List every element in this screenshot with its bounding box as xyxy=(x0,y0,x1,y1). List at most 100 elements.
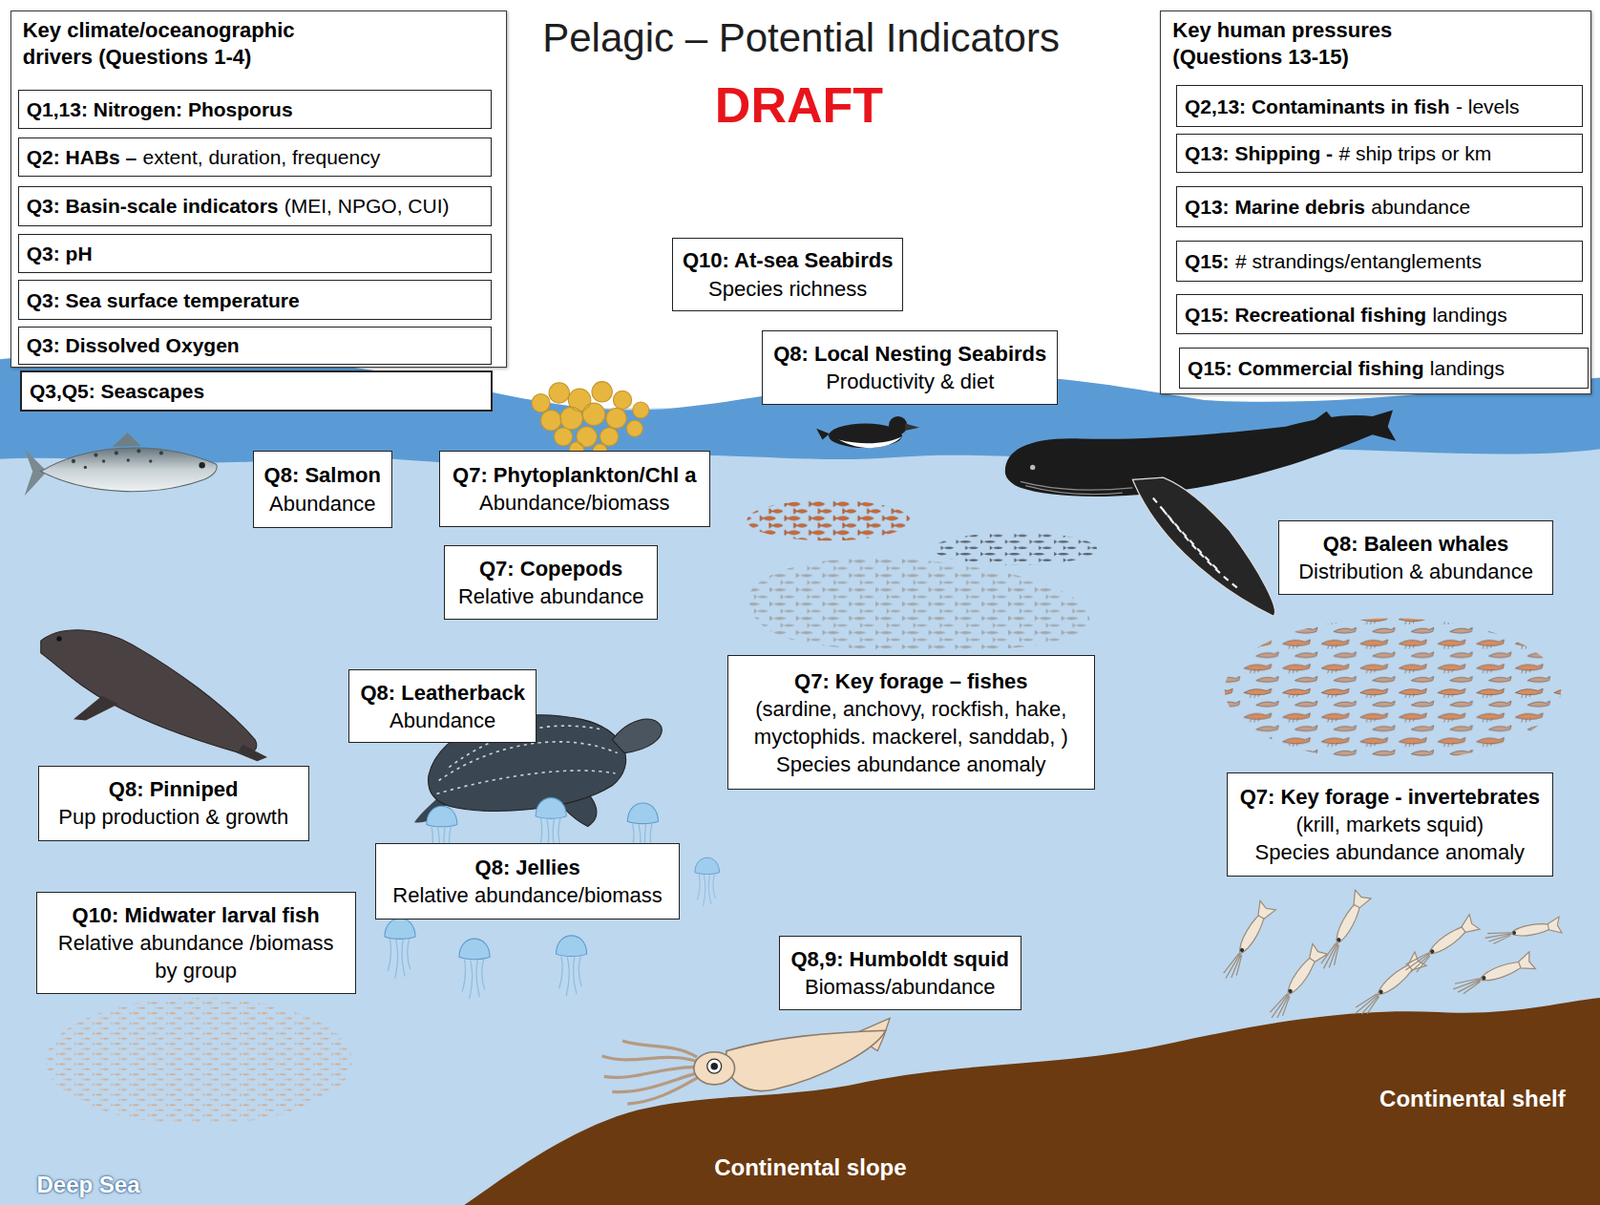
heading-text: Q8: Salmon xyxy=(264,461,381,489)
heading-text: Q8,9: Humboldt squid xyxy=(790,945,1010,973)
heading-text: Key climate/oceanographic drivers (Quest… xyxy=(22,17,348,72)
body-text: Relative abundance /biomass by group xyxy=(56,928,337,985)
heading-text: Q13: Marine debris xyxy=(1184,194,1366,219)
whale-dorsal-fin xyxy=(1311,411,1336,423)
salmon-fin xyxy=(112,432,142,447)
mackerel-school xyxy=(933,532,1097,566)
jelly-figure xyxy=(384,918,416,979)
indicator-box: Q8: LeatherbackAbundance xyxy=(348,669,536,743)
heading-text: Q13: Shipping - xyxy=(1184,141,1333,166)
body-text: landings xyxy=(1431,302,1507,327)
body-text: # strandings/entanglements xyxy=(1235,249,1482,274)
squid-arms xyxy=(602,1040,698,1104)
body-text: (sardine, anchovy, rockfish, hake, mycto… xyxy=(736,694,1086,751)
indicator-row: Q3: Sea surface temperature xyxy=(18,279,492,320)
heading-text: Q3,Q5: Seascapes xyxy=(29,378,205,403)
sea-floor xyxy=(463,997,1600,1205)
murre-belly xyxy=(839,436,903,448)
indicator-box: Q8,9: Humboldt squidBiomass/abundance xyxy=(778,935,1022,1011)
indicator-row: Q15: Commercial fishinglandings xyxy=(1178,347,1589,389)
salmon-figure xyxy=(24,432,217,496)
market-squid xyxy=(1400,914,1480,978)
heading-text: Q7: Key forage – fishes xyxy=(794,667,1029,695)
body-text: Species abundance anomaly xyxy=(1255,838,1526,866)
indicator-row: Q15:# strandings/entanglements xyxy=(1176,240,1583,282)
salmon-spots xyxy=(71,448,164,469)
body-text: Abundance xyxy=(269,489,376,518)
humboldt-squid-figure xyxy=(602,1017,890,1104)
indicator-box: Q10: At-sea SeabirdsSpecies richness xyxy=(672,237,904,312)
heading-text: Q8: Pinniped xyxy=(108,775,239,803)
indicator-box: Q7: Phytoplankton/Chl aAbundance/biomass xyxy=(439,450,711,527)
whale-body xyxy=(1005,410,1396,497)
jelly-figure xyxy=(459,938,490,999)
indicator-box: Q8: Baleen whalesDistribution & abundanc… xyxy=(1278,520,1554,595)
indicator-box: Q8: SalmonAbundance xyxy=(252,450,393,527)
squid-mantle xyxy=(726,1030,886,1091)
whale-flipper-marks xyxy=(1153,497,1241,590)
body-text: Abundance/biomass xyxy=(479,488,670,517)
heading-text: Q7: Phytoplankton/Chl a xyxy=(452,461,696,489)
krill-swarm xyxy=(1224,618,1562,762)
group-panel: Key human pressures (Questions 13-15) Q2,… xyxy=(1159,10,1592,395)
market-squid xyxy=(1483,916,1562,947)
body-text: Biomass/abundance xyxy=(804,972,995,1001)
heading-text: Key human pressures (Questions 13-15) xyxy=(1172,17,1431,72)
indicator-box: Q10: Midwater larval fishRelative abunda… xyxy=(36,891,357,994)
market-squid xyxy=(1263,943,1327,1023)
body-text: abundance xyxy=(1370,194,1471,219)
murre-head xyxy=(888,416,907,435)
squid-pupil xyxy=(710,1062,717,1070)
larval-fish-school xyxy=(45,997,353,1125)
indicator-row: Q2,13: Contaminants in fish- levels xyxy=(1176,84,1583,127)
zone-label: Continental shelf xyxy=(1379,1085,1566,1114)
market-squid xyxy=(1349,951,1427,1020)
seal-body xyxy=(41,630,257,755)
body-text: (krill, markets squid) xyxy=(1295,810,1484,839)
heading-text: Q15: Commercial fishing xyxy=(1187,356,1424,380)
rockfish-school xyxy=(746,500,910,542)
draft-stamp: DRAFT xyxy=(715,75,884,135)
body-text: Relative abundance xyxy=(458,582,644,611)
seal-rear-flipper xyxy=(236,744,268,761)
heading-text: Q8: Baleen whales xyxy=(1323,529,1509,558)
squid-head xyxy=(694,1052,736,1085)
jelly-figure xyxy=(694,857,720,906)
body-text: extent, duration, frequency xyxy=(143,145,381,169)
heading-text: Q15: xyxy=(1184,249,1230,274)
indicator-row: Q1,13: Nitrogen: Phosporus xyxy=(18,89,492,130)
heading-text: Q2,13: Contaminants in fish xyxy=(1184,94,1451,119)
market-squid xyxy=(1315,889,1371,973)
forage-fish-school xyxy=(749,558,1091,653)
heading-text: Q3: Basin-scale indicators xyxy=(26,193,279,218)
squid-eye xyxy=(707,1058,722,1074)
indicator-box: Q8: PinnipedPup production & growth xyxy=(38,765,310,842)
phytoplankton-cluster xyxy=(531,381,650,459)
indicator-box: Q8: JelliesRelative abundance/biomass xyxy=(375,842,680,920)
body-text: landings xyxy=(1430,356,1505,380)
indicator-row: Q2: HABs –extent, duration, frequency xyxy=(18,137,492,178)
heading-text: Q3: pH xyxy=(26,241,93,266)
salmon-eye xyxy=(198,462,205,468)
diagram-title: Pelagic – Potential Indicators xyxy=(542,14,1060,63)
heading-text: Q8: Leatherback xyxy=(359,678,525,707)
murre-beak xyxy=(905,422,920,430)
body-text: # ship trips or km xyxy=(1338,141,1492,166)
group-panel: Key climate/oceanographic drivers (Quest… xyxy=(10,10,508,368)
market-squid xyxy=(1218,901,1276,984)
heading-text: Q7: Key forage - invertebrates xyxy=(1240,782,1540,811)
indicator-row: Q15: Recreational fishinglandings xyxy=(1176,294,1583,335)
heading-text: Q7: Copepods xyxy=(479,554,623,583)
body-text: Abundance xyxy=(389,706,496,735)
indicator-box: Q7: CopepodsRelative abundance xyxy=(443,545,658,620)
heading-text: Q10: At-sea Seabirds xyxy=(682,246,894,274)
turtle-head xyxy=(611,718,662,754)
body-text: (MEI, NPGO, CUI) xyxy=(284,193,450,218)
indicator-row: Q3: pH xyxy=(18,233,492,274)
heading-text: Q3: Dissolved Oxygen xyxy=(26,333,240,358)
murre-figure xyxy=(816,416,920,448)
indicator-row: Q3,Q5: Seascapes xyxy=(20,370,493,413)
indicator-box: Q7: Key forage – fishes(sardine, anchovy… xyxy=(727,654,1095,790)
heading-text: Q8: Local Nesting Seabirds xyxy=(773,339,1047,368)
